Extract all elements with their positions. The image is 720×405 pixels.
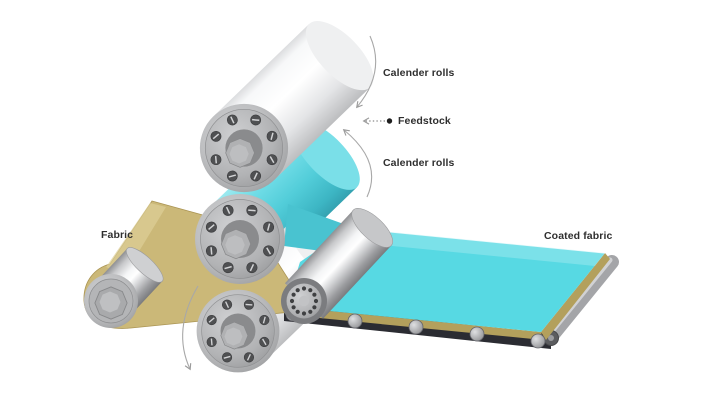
rotation-arrow-middle-icon [342, 129, 373, 198]
rotation-arrow-bottom-icon [182, 285, 199, 371]
middle-roll-end-cap [195, 194, 285, 284]
label-calender-rolls-bottom: Calender rolls [383, 157, 455, 169]
coated-fabric-far-edge-highlight [349, 227, 606, 254]
coated-fabric-underside-right [541, 253, 610, 340]
label-coated-fabric: Coated fabric [544, 230, 613, 242]
guide-roller-holes [289, 286, 319, 316]
fabric-unwind-roller [84, 247, 164, 328]
coated-fabric-sheen [350, 228, 605, 266]
rotation-arrow-top-icon [356, 35, 377, 109]
bottom-roll-end-cap [197, 290, 280, 373]
label-fabric: Fabric [101, 229, 134, 241]
feedstock-bullet-icon [386, 118, 393, 124]
guide-roller [281, 208, 393, 324]
label-feedstock: Feedstock [398, 115, 451, 127]
label-calender-rolls-top: Calender rolls [383, 67, 455, 79]
top-roll-end-cap [200, 104, 288, 192]
